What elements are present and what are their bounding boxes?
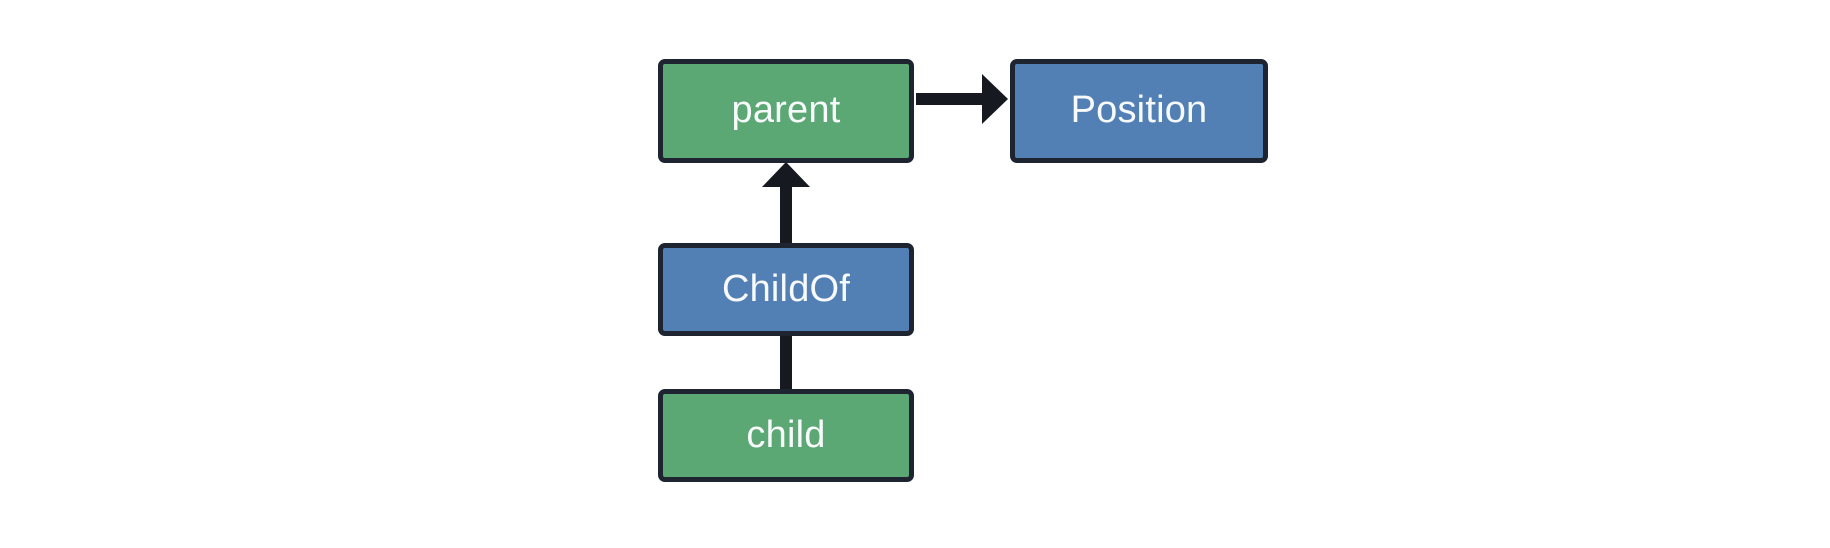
- edge-childof-to-parent: [762, 162, 810, 245]
- node-position-label: Position: [1070, 89, 1208, 131]
- arrowhead-icon: [982, 74, 1008, 124]
- arrowhead-icon: [762, 162, 810, 187]
- edge-parent-to-position: [916, 74, 1008, 124]
- node-parent-label: parent: [731, 89, 841, 131]
- node-child-label: child: [746, 413, 826, 456]
- node-childof[interactable]: ChildOf: [658, 243, 914, 336]
- node-parent[interactable]: parent: [658, 59, 914, 163]
- node-child[interactable]: child: [658, 389, 914, 482]
- node-childof-label: ChildOf: [721, 267, 851, 310]
- node-position[interactable]: Position: [1010, 59, 1268, 163]
